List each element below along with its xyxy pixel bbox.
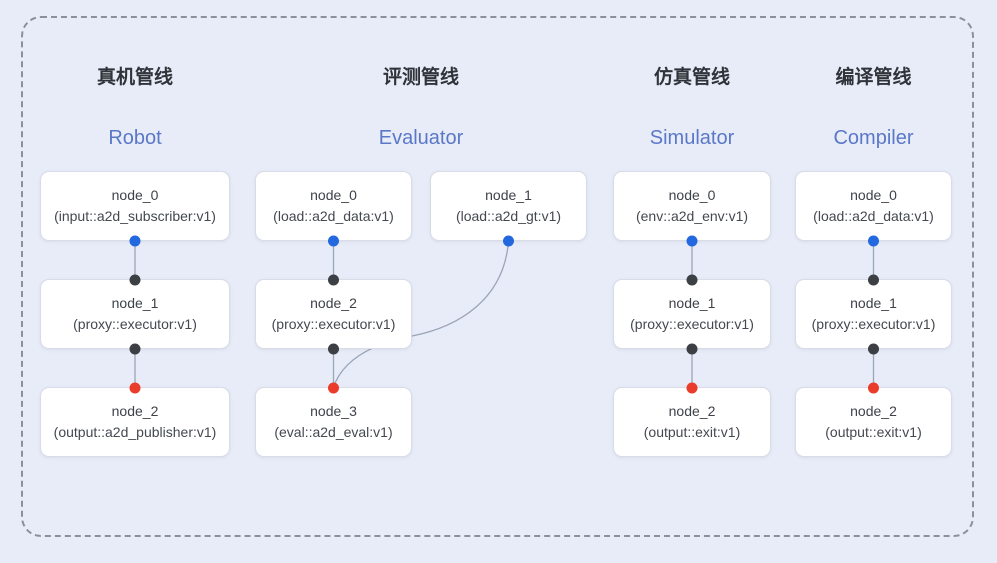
node-name: node_0 bbox=[111, 187, 159, 203]
node-name: node_2 bbox=[668, 403, 716, 419]
node-name: node_2 bbox=[310, 295, 357, 311]
node-box-sim-node2: node_2 (output::exit:v1) bbox=[613, 387, 771, 457]
node-name: node_1 bbox=[668, 295, 716, 311]
node-impl: (eval::a2d_eval:v1) bbox=[274, 424, 393, 440]
node-impl: (load::a2d_data:v1) bbox=[273, 208, 394, 224]
node-box-sim-node0: node_0 (env::a2d_env:v1) bbox=[613, 171, 771, 241]
node-name: node_3 bbox=[310, 403, 357, 419]
node-box-comp-node1: node_1 (proxy::executor:v1) bbox=[795, 279, 952, 349]
node-impl: (proxy::executor:v1) bbox=[73, 316, 197, 332]
node-box-eval-node1: node_1 (load::a2d_gt:v1) bbox=[430, 171, 587, 241]
node-impl: (proxy::executor:v1) bbox=[630, 316, 754, 332]
node-box-eval-node2: node_2 (proxy::executor:v1) bbox=[255, 279, 412, 349]
node-box-robot-node1: node_1 (proxy::executor:v1) bbox=[40, 279, 230, 349]
pipeline-title-en-compiler: Compiler bbox=[833, 127, 914, 149]
node-name: node_0 bbox=[310, 187, 357, 203]
node-box-comp-node2: node_2 (output::exit:v1) bbox=[795, 387, 952, 457]
node-impl: (load::a2d_gt:v1) bbox=[455, 208, 562, 224]
node-impl: (output::exit:v1) bbox=[643, 424, 741, 440]
node-name: node_1 bbox=[485, 187, 532, 203]
pipeline-title-en-evaluator: Evaluator bbox=[378, 127, 464, 149]
pipeline-title-en-robot: Robot bbox=[108, 127, 162, 149]
node-box-eval-node0: node_0 (load::a2d_data:v1) bbox=[255, 171, 412, 241]
node-box-robot-node2: node_2 (output::a2d_publisher:v1) bbox=[40, 387, 230, 457]
node-box-robot-node0: node_0 (input::a2d_subscriber:v1) bbox=[40, 171, 230, 241]
pipeline-title-en-simulator: Simulator bbox=[649, 127, 735, 149]
node-impl: (proxy::executor:v1) bbox=[811, 316, 936, 332]
node-name: node_2 bbox=[111, 403, 159, 419]
node-impl: (output::exit:v1) bbox=[825, 424, 922, 440]
node-impl: (env::a2d_env:v1) bbox=[635, 208, 749, 224]
node-name: node_0 bbox=[850, 187, 897, 203]
node-name: node_1 bbox=[850, 295, 897, 311]
node-box-comp-node0: node_0 (load::a2d_data:v1) bbox=[795, 171, 952, 241]
node-box-sim-node1: node_1 (proxy::executor:v1) bbox=[613, 279, 771, 349]
node-impl: (load::a2d_data:v1) bbox=[813, 208, 934, 224]
pipeline-title-zh-robot: 真机管线 bbox=[96, 67, 173, 88]
node-name: node_2 bbox=[850, 403, 897, 419]
node-name: node_0 bbox=[668, 187, 716, 203]
pipeline-title-zh-evaluator: 评测管线 bbox=[382, 67, 459, 88]
node-impl: (proxy::executor:v1) bbox=[271, 316, 396, 332]
node-name: node_1 bbox=[111, 295, 159, 311]
pipeline-title-zh-simulator: 仿真管线 bbox=[653, 67, 730, 88]
node-impl: (input::a2d_subscriber:v1) bbox=[54, 208, 216, 224]
node-impl: (output::a2d_publisher:v1) bbox=[53, 424, 217, 440]
node-box-eval-node3: node_3 (eval::a2d_eval:v1) bbox=[255, 387, 412, 457]
pipeline-title-zh-compiler: 编译管线 bbox=[835, 67, 912, 88]
dashed-border-frame bbox=[21, 16, 974, 537]
